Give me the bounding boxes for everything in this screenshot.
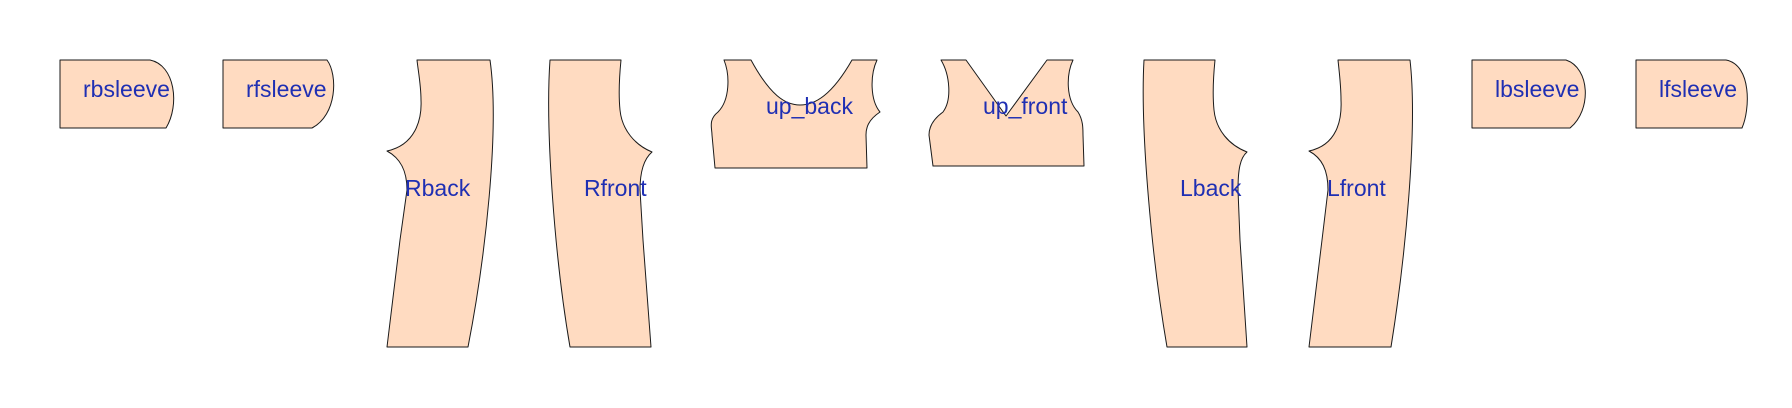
panel-label-rfsleeve: rfsleeve [246, 76, 327, 102]
panel-lfront: Lfront [1308, 59, 1413, 348]
panel-label-up-back: up_back [766, 93, 853, 119]
panel-rback-shape [386, 59, 494, 348]
panel-lfsleeve-shape [1635, 59, 1748, 129]
panel-up-front-shape [928, 59, 1085, 167]
panel-rfsleeve: rfsleeve [222, 59, 335, 129]
panel-label-lback: Lback [1180, 175, 1242, 201]
panel-label-lfsleeve: lfsleeve [1659, 76, 1737, 102]
panel-up-back-shape [710, 59, 881, 169]
panel-rbsleeve-shape [59, 59, 175, 129]
panel-label-rbsleeve: rbsleeve [83, 76, 170, 102]
panel-lbsleeve: lbsleeve [1471, 59, 1586, 129]
panel-lbsleeve-shape [1471, 59, 1586, 129]
panel-up-front: up_front [928, 59, 1085, 167]
panel-rfront-shape [548, 59, 653, 348]
panel-label-lbsleeve: lbsleeve [1495, 76, 1579, 102]
panel-label-rback: Rback [405, 175, 471, 201]
panel-rfsleeve-shape [222, 59, 335, 129]
panel-label-up-front: up_front [983, 93, 1068, 119]
panel-label-lfront: Lfront [1327, 175, 1386, 201]
panel-lfront-shape [1308, 59, 1413, 348]
panel-label-rfront: Rfront [584, 175, 647, 201]
panel-lback-shape [1142, 59, 1248, 348]
panel-lback: Lback [1142, 59, 1248, 348]
panel-rbsleeve: rbsleeve [59, 59, 175, 129]
panel-rback: Rback [386, 59, 494, 348]
panel-lfsleeve: lfsleeve [1635, 59, 1748, 129]
panel-up-back: up_back [710, 59, 881, 169]
panel-rfront: Rfront [548, 59, 653, 348]
